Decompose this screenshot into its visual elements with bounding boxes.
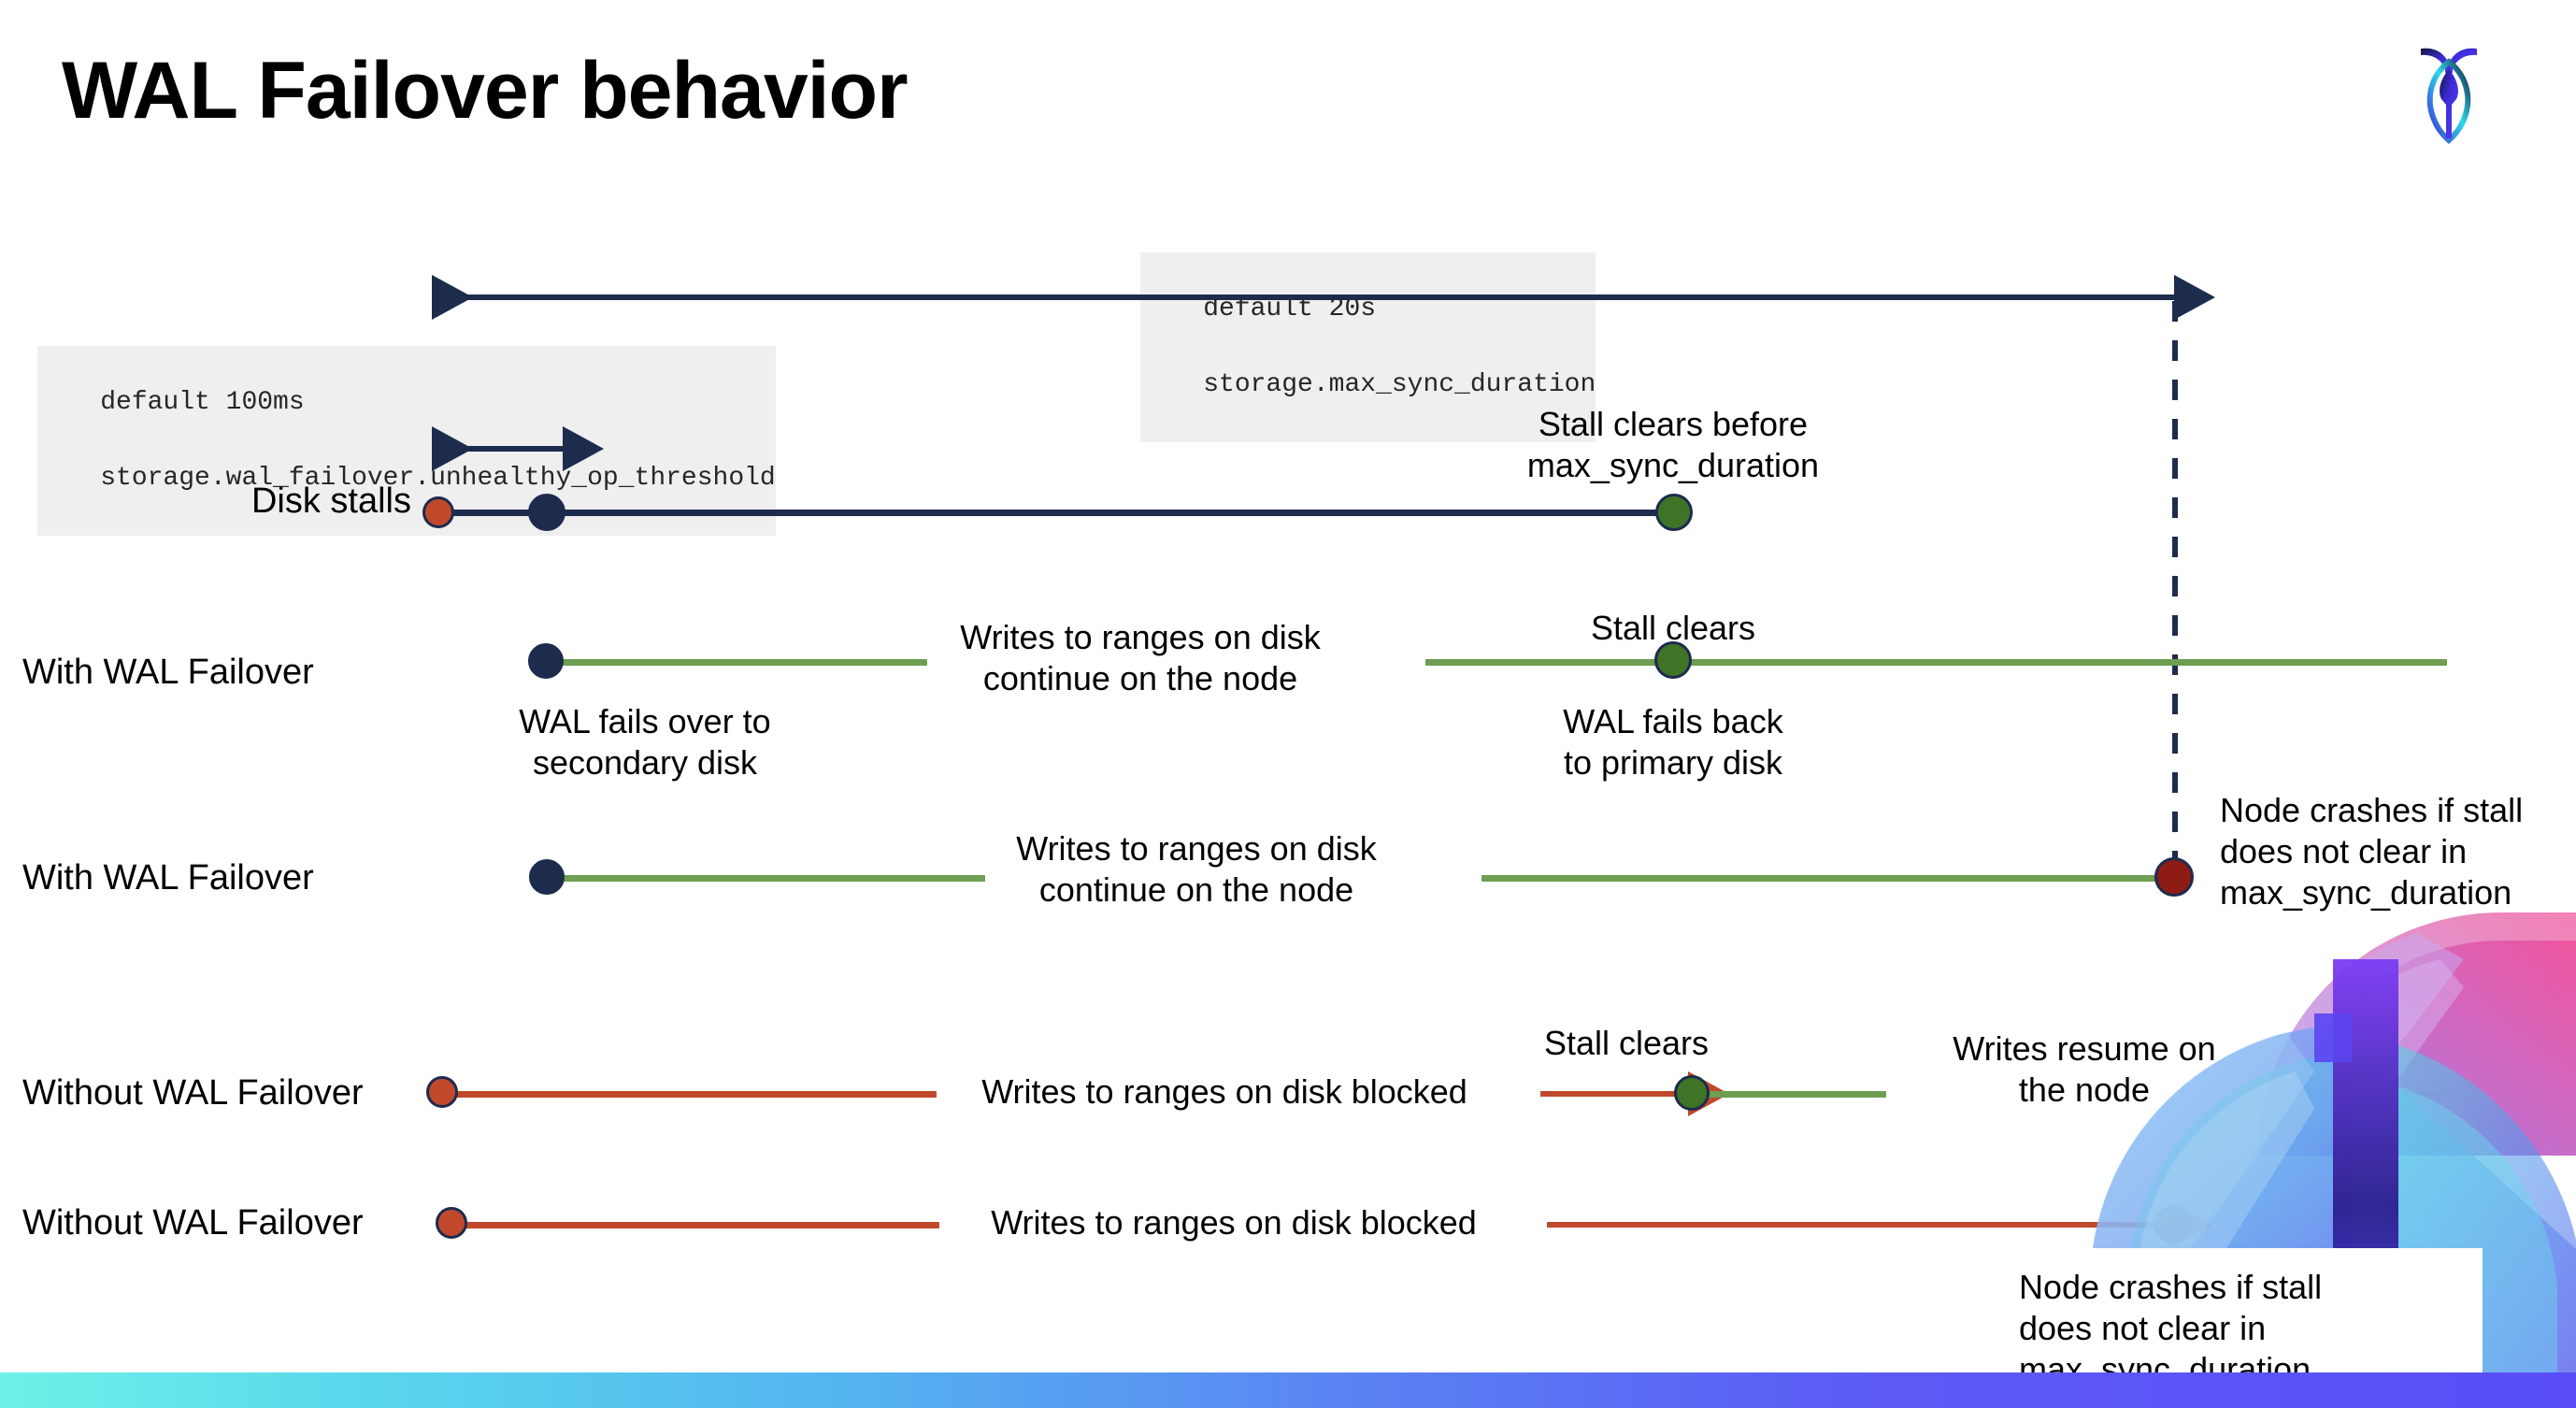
row-with-2-failover-dot: [529, 859, 565, 895]
note-with-1-wal-fails-over: WAL fails over to secondary disk: [519, 702, 771, 782]
note-with-1-stall-clears: Stall clears: [1590, 609, 1756, 647]
note-with-1-writes-continue: Writes to ranges on disk continue on the…: [960, 618, 1321, 697]
max-sync-default: default 20s: [1203, 294, 1377, 323]
row-with-2-segment-b: [1481, 875, 2173, 882]
row-without-1-segment-a: [451, 1091, 937, 1098]
unhealthy-threshold-annotation: default 100ms storage.wal_failover.unhea…: [37, 346, 776, 536]
note-with-1-wal-fails-back: WAL fails back to primary disk: [1563, 702, 1783, 782]
note-with-2-node-crashes: Node crashes if stall does not clear in …: [2220, 791, 2524, 912]
note-without-2-writes-blocked: Writes to ranges on disk blocked: [991, 1203, 1477, 1242]
unhealthy-threshold-default: default 100ms: [100, 387, 305, 417]
row-disk-stalls-timeline: [437, 510, 1681, 516]
row-disk-stalls-start-dot: [422, 496, 454, 528]
note-stall-clears-before-max-sync: Stall clears before max_sync_duration: [1526, 405, 1820, 484]
row-without-1-clear-dot: [1674, 1075, 1710, 1111]
max-sync-setting: storage.max_sync_duration: [1203, 369, 1596, 399]
note-without-1-stall-clears: Stall clears: [1543, 1024, 1710, 1062]
row-with-1-segment-a: [551, 659, 927, 666]
note-with-2-writes-continue: Writes to ranges on disk continue on the…: [1016, 829, 1377, 909]
cockroachdb-logo-icon: [2393, 28, 2505, 150]
row-without-2-start-dot: [436, 1207, 467, 1239]
row-with-1-segment-b: [1425, 659, 2447, 666]
note-without-1-writes-resume: Writes resume on the node: [1953, 1029, 2216, 1109]
note-without-2-node-crashes: Node crashes if stall does not clear in …: [2019, 1268, 2323, 1388]
row-with-1-failover-dot: [528, 643, 564, 679]
row-disk-stalls-clear-dot: [1655, 494, 1693, 531]
row-without-2-segment-a: [463, 1222, 939, 1228]
row-without-1-segment-b: [1701, 1091, 1886, 1098]
row-label-without-wal-failover-1: Without WAL Failover: [22, 1073, 364, 1113]
row-without-1-start-dot: [426, 1076, 458, 1108]
row-label-with-wal-failover-1: With WAL Failover: [22, 653, 314, 692]
row-label-disk-stalls: Disk stalls: [250, 481, 411, 521]
row-disk-stalls-failover-dot: [528, 494, 565, 531]
page-title: WAL Failover behavior: [62, 46, 909, 136]
row-with-1-clear-dot: [1654, 641, 1692, 679]
row-with-2-segment-a: [553, 875, 985, 882]
bottom-gradient-bar: [0, 1372, 2576, 1408]
note-without-1-writes-blocked: Writes to ranges on disk blocked: [981, 1072, 1467, 1111]
row-label-without-wal-failover-2: Without WAL Failover: [22, 1203, 364, 1243]
row-with-2-crash-dot: [2154, 857, 2194, 897]
row-label-with-wal-failover-2: With WAL Failover: [22, 858, 314, 898]
